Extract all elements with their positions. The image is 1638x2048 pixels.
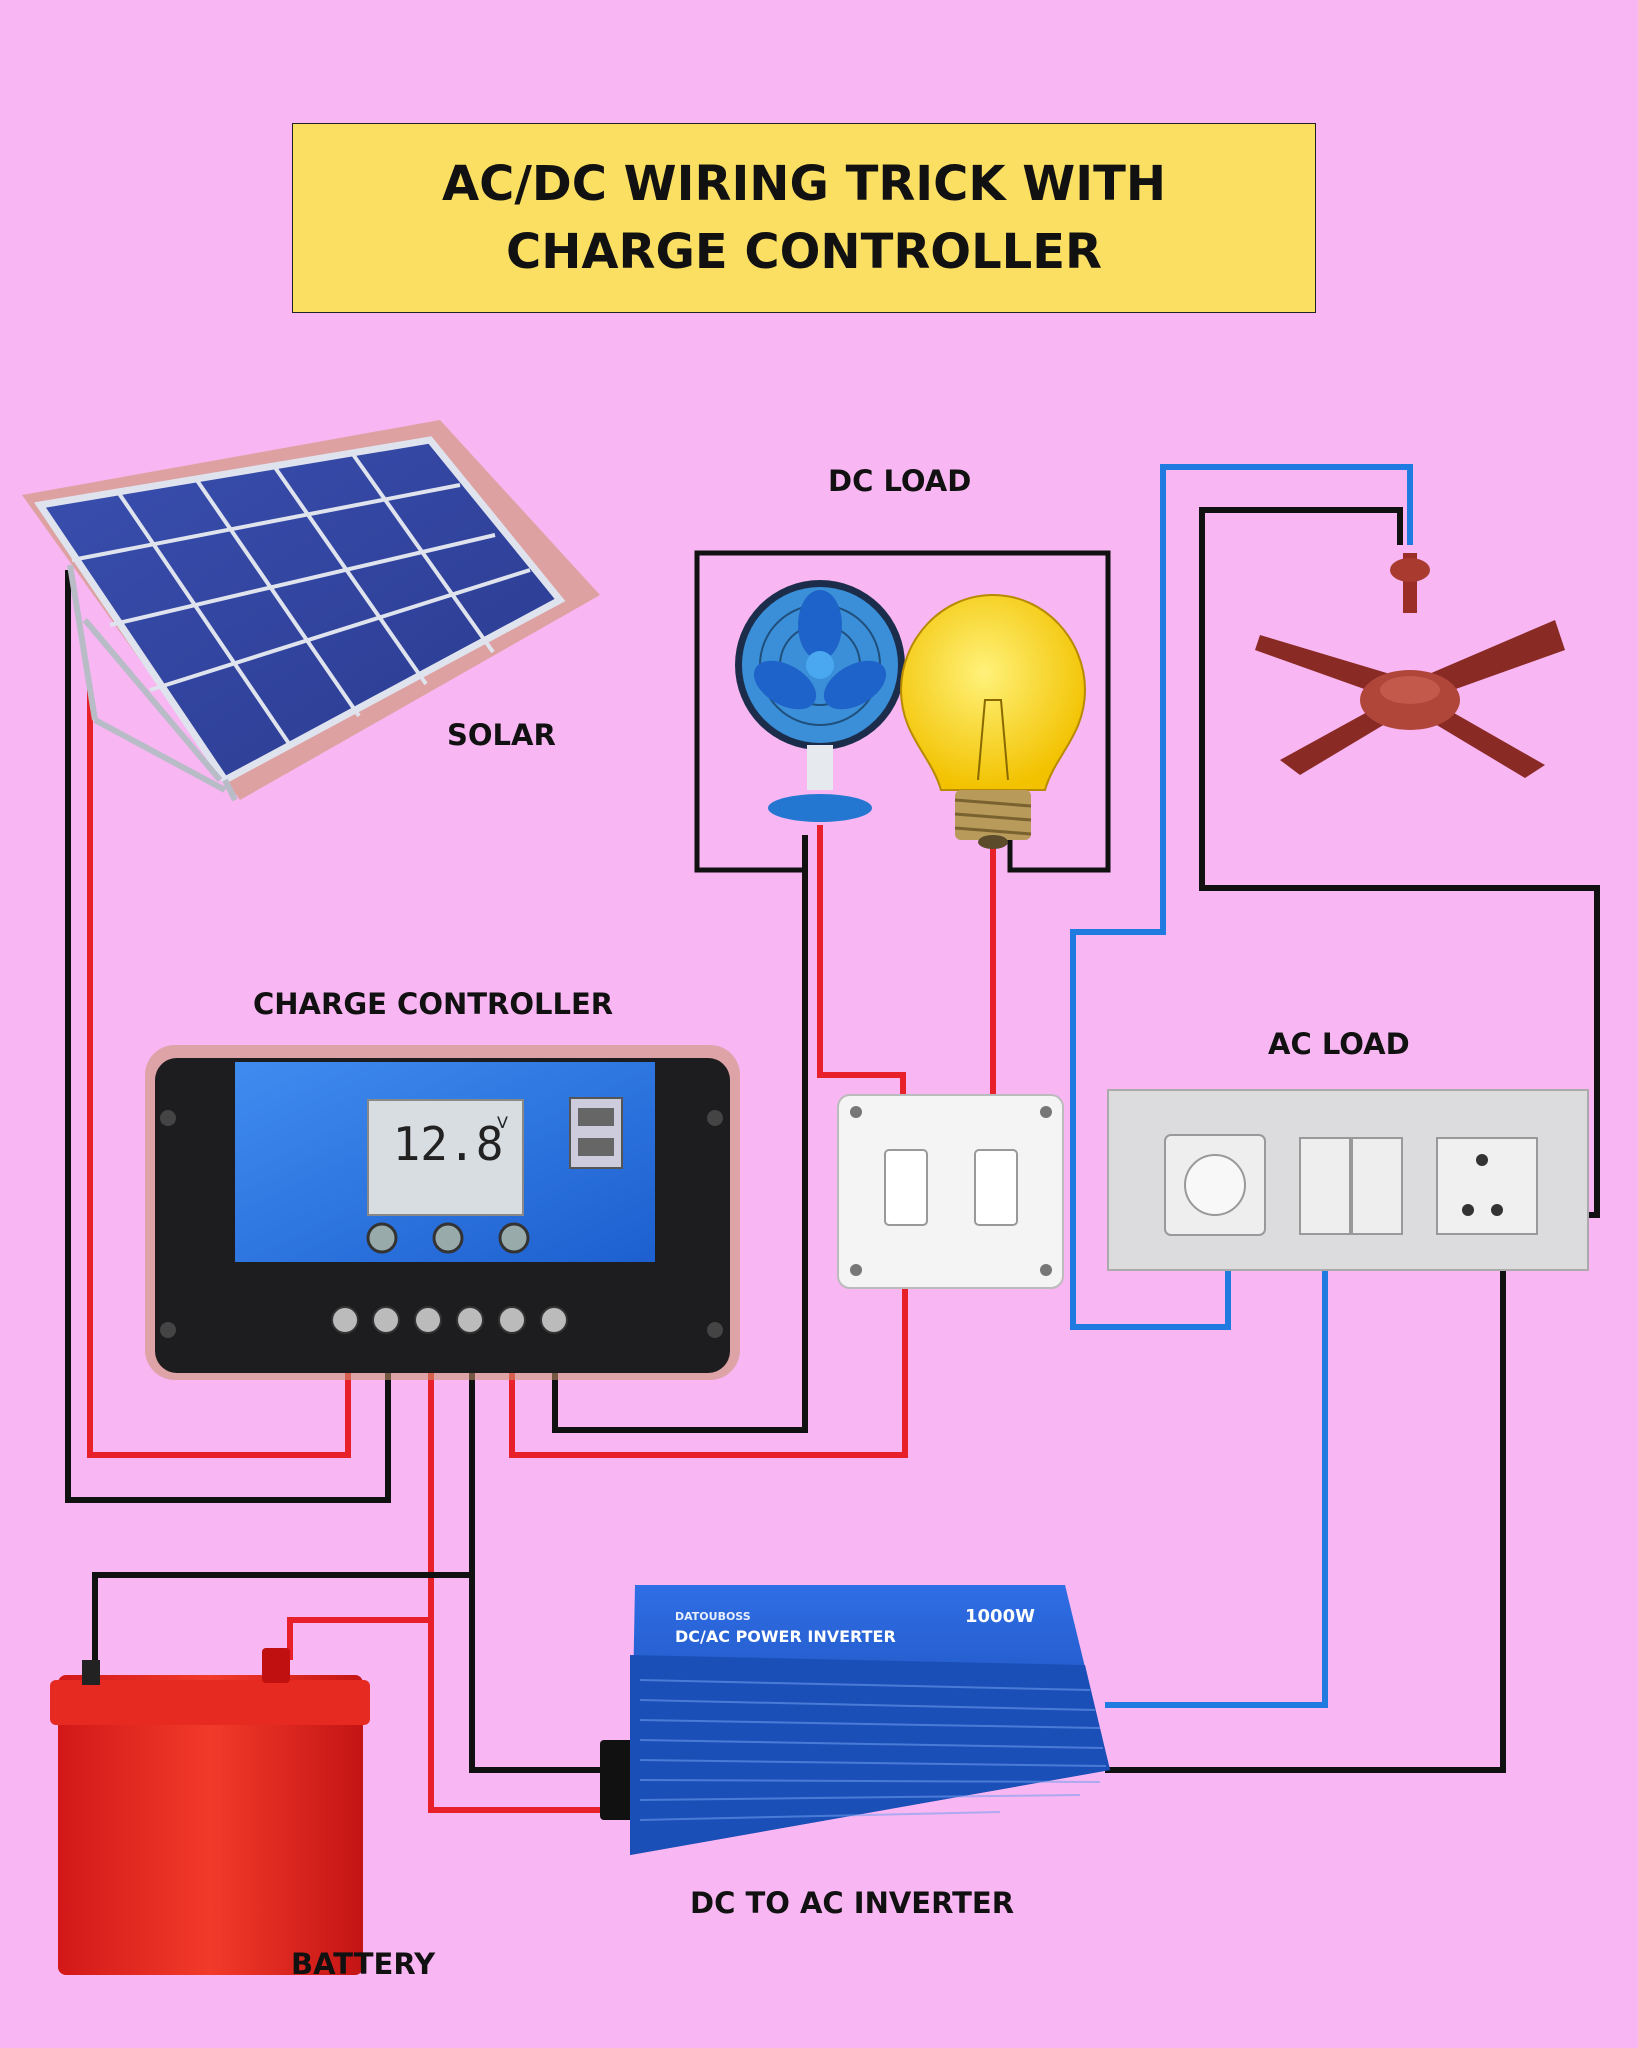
inverter-brand: DATOUBOSS (675, 1610, 751, 1623)
inverter-model: DC/AC POWER INVERTER (675, 1627, 896, 1646)
label-dc-load: DC LOAD (828, 464, 972, 498)
wire-battery-negative-branch (92, 1572, 472, 1680)
wire-solar-positive (87, 690, 351, 1458)
wire-battery-positive (428, 1325, 608, 1813)
title-banner: AC/DC WIRING TRICK WITH CHARGE CONTROLLE… (292, 123, 1316, 313)
bulb-icon (899, 593, 1087, 849)
charge-controller (145, 1045, 740, 1380)
wire-dc-load-loop (694, 550, 1111, 873)
wire-load-positive (509, 1245, 908, 1458)
wire-battery-negative (469, 1325, 608, 1773)
wire-solar-negative (65, 570, 391, 1503)
wire-switch-fan (817, 825, 906, 1130)
dc-switch-board (837, 1094, 1064, 1289)
controller-voltage-readout: 12.8 (393, 1117, 504, 1171)
solar-panel (22, 420, 600, 802)
controller-voltage-unit: V (497, 1113, 508, 1132)
inverter (600, 1585, 1110, 1855)
wire-ac-black-inverter (1105, 1215, 1506, 1773)
battery (50, 1648, 370, 1975)
table-fan-icon (735, 580, 905, 822)
label-inverter: DC TO AC INVERTER (690, 1886, 1015, 1920)
label-battery: BATTERY (291, 1947, 436, 1981)
page-title: AC/DC WIRING TRICK WITH CHARGE CONTROLLE… (441, 156, 1166, 280)
inverter-power: 1000W (965, 1606, 1035, 1627)
label-ac-load: AC LOAD (1268, 1027, 1410, 1061)
ceiling-fan-icon (1255, 553, 1565, 778)
wire-ac-blue-inverter (1105, 1247, 1395, 1708)
wire-ac-blue-fan (1070, 464, 1413, 1330)
wire-battery-positive-branch (287, 1617, 431, 1660)
label-charge-controller: CHARGE CONTROLLER (253, 987, 614, 1021)
ac-switch-board (1107, 1089, 1589, 1271)
label-solar: SOLAR (447, 718, 556, 752)
